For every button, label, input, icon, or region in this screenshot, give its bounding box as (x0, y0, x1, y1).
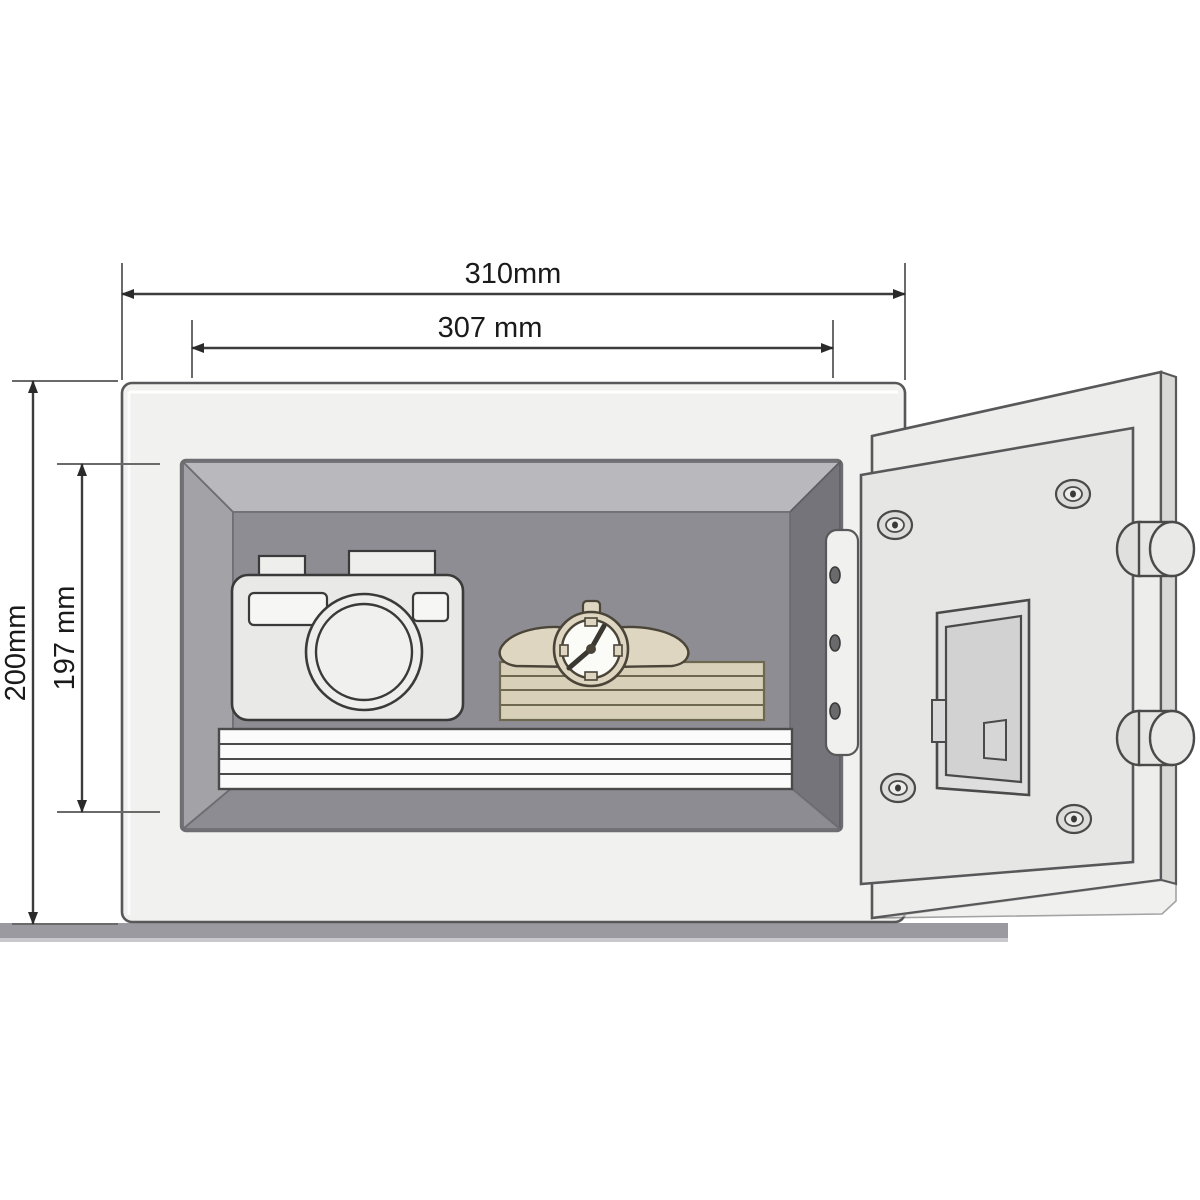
camera-icon (230, 549, 465, 722)
lock-mechanism-plate (931, 598, 1031, 797)
hinge-hole-1 (829, 566, 841, 584)
dimension-label-width-inner: 307 mm (438, 312, 543, 344)
lock-latch-tab (931, 699, 947, 743)
hinge-strip (824, 528, 860, 757)
hinge-hole-2 (829, 634, 841, 652)
deadbolt-upper (1115, 520, 1196, 578)
door-screw-top-left (876, 509, 914, 541)
door-screw-top-right (1054, 478, 1092, 510)
watch-marker-12 (584, 617, 598, 627)
door-edge-thickness (1159, 370, 1178, 886)
watch-hand-pivot (586, 644, 596, 654)
lock-keyway-square (983, 718, 1007, 762)
hinge-hole-3 (829, 702, 841, 720)
dimension-label-width-outer: 310mm (465, 258, 562, 290)
camera-lens-inner-ring (314, 602, 414, 702)
cavity-top-bevel (180, 461, 843, 513)
watch-marker-9 (559, 644, 569, 657)
cavity-bottom-bevel (180, 786, 843, 830)
dimension-label-height-outer: 200mm (0, 605, 32, 702)
watch-marker-3 (613, 644, 623, 657)
wristwatch-icon (498, 599, 690, 688)
safe-door (859, 370, 1196, 920)
door-screw-bottom-right (1055, 803, 1093, 835)
banknote-stack (498, 660, 766, 722)
dimension-height-outer: 200mm (0, 380, 118, 925)
door-screw-bottom-left (879, 772, 917, 804)
watch-marker-6 (584, 671, 598, 681)
dimension-label-height-inner: 197 mm (49, 586, 81, 691)
dimension-height-inner: 197 mm (49, 463, 160, 813)
dimension-width-inner: 307 mm (191, 312, 834, 378)
deadbolt-lower (1115, 709, 1196, 767)
camera-indicator-window (411, 591, 450, 623)
door-bottom-thickness (871, 879, 1177, 919)
camera-top-knob-right (347, 549, 437, 580)
watch-strap-right (608, 625, 690, 669)
ground-bar (0, 923, 1008, 942)
document-stack (217, 727, 794, 791)
dimension-width-outer: 310mm (121, 258, 906, 380)
